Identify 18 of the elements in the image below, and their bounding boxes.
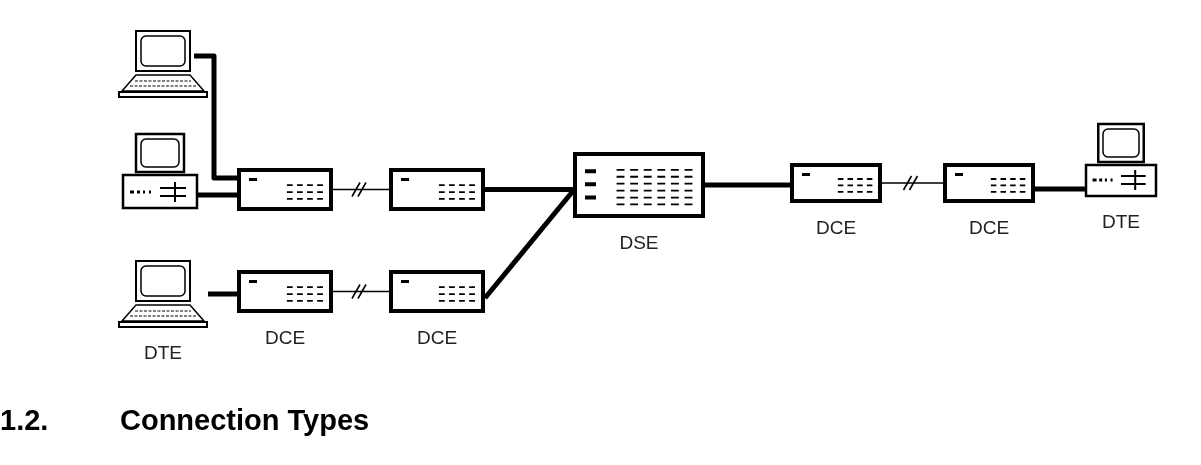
cable-line [332, 188, 390, 191]
cable-line [881, 182, 944, 184]
cable-line [485, 187, 573, 192]
device-label: DCE [264, 327, 306, 349]
device-label: DTE [144, 342, 182, 364]
device-label: DTE [1102, 211, 1140, 233]
cable-line [194, 53, 237, 181]
cable-line [705, 182, 790, 188]
section-number: 1.2. [0, 404, 49, 437]
device-label: DCE [416, 327, 458, 349]
cable-line [208, 291, 237, 297]
cable-line [332, 290, 390, 293]
section-heading: Connection Types [120, 404, 370, 437]
device-label: DCE [968, 217, 1010, 239]
cable-line [198, 192, 237, 198]
device-label: DCE [815, 217, 857, 239]
cable-line [1035, 186, 1085, 192]
device-label: DSE [619, 232, 659, 254]
